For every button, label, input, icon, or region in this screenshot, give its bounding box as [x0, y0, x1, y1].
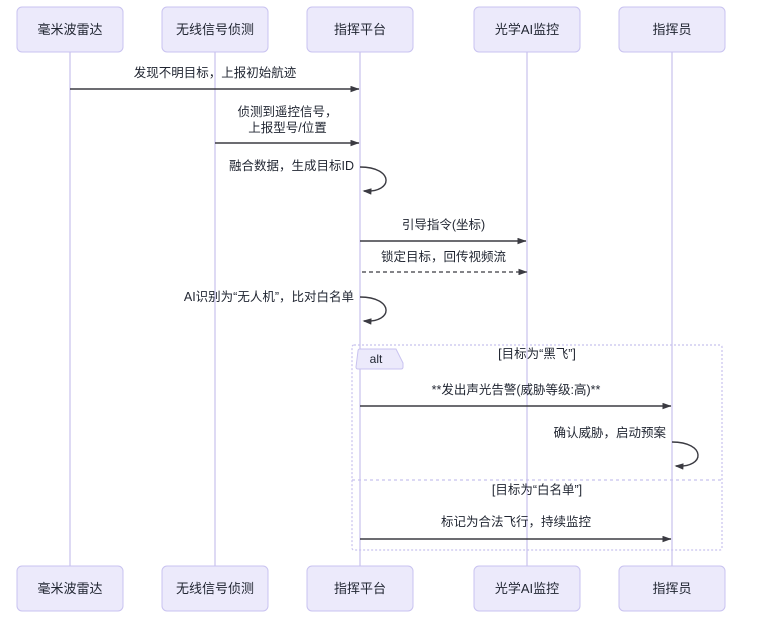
message-m1: 发现不明目标，上报初始航迹: [70, 65, 360, 93]
message-label: 融合数据，生成目标ID: [229, 158, 354, 173]
participant-label: 指挥平台: [334, 22, 386, 37]
self-loop-path: [359, 296, 387, 325]
message-m7: **发出声光告警(威胁等级:高)**: [360, 382, 672, 410]
participant-top-commander[interactable]: 指挥员: [618, 6, 726, 53]
message-m2: 侦测到遥控信号，上报型号/位置: [215, 105, 360, 147]
alt-fragment-frame: [351, 344, 723, 551]
alt-fragment-layer: [目标为“黑飞”] [目标为“白名单”] alt: [351, 344, 723, 551]
message-m3: 融合数据，生成目标ID: [229, 158, 387, 195]
message-m4: 引导指令(坐标): [360, 217, 527, 245]
participant-label: 指挥员: [652, 581, 691, 596]
participant-label: 毫米波雷达: [37, 22, 102, 37]
participants-bottom-layer: 毫米波雷达 无线信号侦测 指挥平台 光学AI监控 指挥员: [16, 565, 726, 612]
alt-branch-condition-1: [目标为“白名单”]: [492, 482, 582, 497]
message-label: **发出声光告警(威胁等级:高)**: [432, 382, 601, 397]
participant-top-radar[interactable]: 毫米波雷达: [16, 6, 124, 53]
participant-box[interactable]: [618, 6, 726, 53]
participant-label: 无线信号侦测: [176, 22, 254, 37]
alt-branch-condition-0: [目标为“黑飞”]: [498, 347, 576, 361]
message-label: 发现不明目标，上报初始航迹: [134, 65, 297, 80]
message-label: 引导指令(坐标): [402, 217, 485, 232]
participant-box[interactable]: [473, 6, 581, 53]
participant-label: 指挥员: [652, 22, 691, 37]
message-label: 侦测到遥控信号，上报型号/位置: [237, 105, 337, 135]
participant-label: 无线信号侦测: [176, 581, 254, 596]
message-label: 确认威胁，启动预案: [553, 425, 666, 440]
alt-operator-label: alt: [370, 352, 383, 366]
participant-box[interactable]: [473, 565, 581, 612]
participant-box[interactable]: [161, 6, 269, 53]
participant-label: 光学AI监控: [495, 581, 559, 596]
message-label: 锁定目标，回传视频流: [381, 249, 507, 264]
message-m6: AI识别为“无人机”，比对白名单: [184, 289, 387, 325]
participant-label: 指挥平台: [334, 581, 386, 596]
message-m9: 标记为合法飞行，持续监控: [360, 514, 672, 543]
participant-bottom-rf[interactable]: 无线信号侦测: [161, 565, 269, 612]
message-label: 标记为合法飞行，持续监控: [441, 514, 592, 529]
participant-bottom-platform[interactable]: 指挥平台: [306, 565, 414, 612]
message-label: AI识别为“无人机”，比对白名单: [184, 289, 354, 304]
participant-box[interactable]: [16, 565, 124, 612]
participant-bottom-commander[interactable]: 指挥员: [618, 565, 726, 612]
participants-top-layer: 毫米波雷达 无线信号侦测 指挥平台 光学AI监控 指挥员: [16, 6, 726, 53]
message-m8: 确认威胁，启动预案: [553, 425, 699, 470]
participant-box[interactable]: [161, 565, 269, 612]
self-loop-path: [359, 166, 387, 195]
participant-box[interactable]: [618, 565, 726, 612]
participant-top-rf[interactable]: 无线信号侦测: [161, 6, 269, 53]
alt-operator-tag: [355, 348, 404, 370]
participant-bottom-radar[interactable]: 毫米波雷达: [16, 565, 124, 612]
message-m5: 锁定目标，回传视频流: [361, 249, 528, 276]
self-loop-path: [671, 441, 699, 470]
participant-box[interactable]: [306, 6, 414, 53]
participant-top-optical[interactable]: 光学AI监控: [473, 6, 581, 53]
participant-label: 毫米波雷达: [37, 581, 102, 596]
participant-label: 光学AI监控: [495, 22, 559, 37]
participant-top-platform[interactable]: 指挥平台: [306, 6, 414, 53]
participant-box[interactable]: [306, 565, 414, 612]
participant-box[interactable]: [16, 6, 124, 53]
participant-bottom-optical[interactable]: 光学AI监控: [473, 565, 581, 612]
